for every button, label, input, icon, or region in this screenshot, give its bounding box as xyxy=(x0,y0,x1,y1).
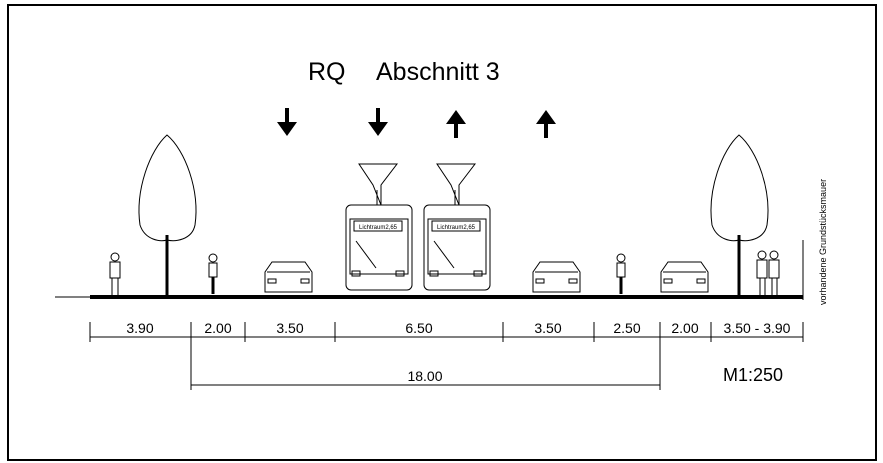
total-dimension: 18.00 xyxy=(407,368,442,384)
segment-dimension: 3.90 xyxy=(126,320,153,336)
arrow-down-icon xyxy=(277,108,297,136)
segment-dimension: 3.50 xyxy=(534,320,561,336)
cyclist-icon xyxy=(208,253,218,294)
drawing-frame xyxy=(7,4,877,461)
tram-icon xyxy=(423,163,491,291)
segment-dimension: 2.00 xyxy=(671,320,698,336)
arrow-down-icon xyxy=(368,108,388,136)
segment-dimension: 2.50 xyxy=(613,320,640,336)
car-icon xyxy=(660,261,709,293)
wall-label: vorhandene Grundstücksmauer xyxy=(818,179,828,305)
scale-label: M1:250 xyxy=(723,365,783,385)
arrow-up-icon xyxy=(446,110,466,138)
segment-dimension: 3.50 xyxy=(276,320,303,336)
tree-icon xyxy=(710,134,769,295)
segment-dimension: 6.50 xyxy=(405,320,432,336)
pedestrians-icon xyxy=(756,250,780,295)
tram-label: Lichtraum2,65 xyxy=(437,225,476,231)
tram-label: Lichtraum2,65 xyxy=(359,225,398,231)
title-main: Abschnitt 3 xyxy=(376,58,500,86)
car-icon xyxy=(532,261,581,293)
cyclist-icon xyxy=(616,253,626,294)
tree-icon xyxy=(138,134,197,295)
tram-icon xyxy=(345,163,413,291)
title-prefix: RQ xyxy=(308,58,346,86)
ground-line xyxy=(90,295,803,299)
car-icon xyxy=(264,261,313,293)
segment-dimension: 2.00 xyxy=(204,320,231,336)
segment-dimension: 3.50 - 3.90 xyxy=(724,320,791,336)
pedestrian-icon xyxy=(109,252,121,295)
arrow-up-icon xyxy=(536,110,556,138)
